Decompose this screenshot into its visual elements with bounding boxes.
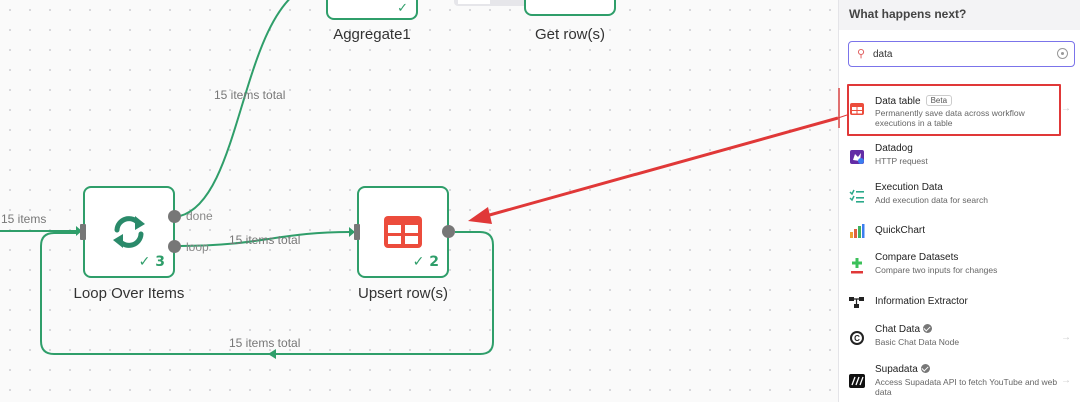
verified-icon: [923, 324, 933, 333]
node-item-title: QuickChart: [875, 225, 926, 236]
back-arrowhead: [268, 349, 276, 359]
chevron-right-icon: →: [1061, 375, 1071, 386]
loop-input-handle[interactable]: [80, 224, 86, 240]
done-connection[interactable]: [179, 0, 300, 217]
back-edge-label: 15 items total: [229, 336, 301, 350]
node-item-desc: Permanently save data across workflow ex…: [875, 108, 1025, 128]
node-item-title: Datadog: [875, 143, 913, 154]
loop-arrows-icon: [113, 216, 145, 248]
node-item-title: Data table: [875, 96, 921, 107]
loop-connection[interactable]: [179, 231, 351, 247]
search-input[interactable]: [873, 45, 1053, 63]
chevron-right-icon: →: [1061, 103, 1071, 114]
verified-icon: [920, 364, 930, 373]
node-creator-panel: What happens next? ⚲ Data table Beta Perm…: [838, 0, 1080, 402]
get-rows-node[interactable]: [524, 0, 616, 16]
incoming-edge-label: 15 items: [1, 212, 47, 226]
loop-over-items-node[interactable]: ✓ 3: [83, 186, 175, 278]
upsert-rows-node[interactable]: ✓ 2: [357, 186, 449, 278]
node-item-datadog[interactable]: Datadog HTTP request: [839, 139, 1080, 175]
loop-edge-label: 15 items total: [229, 233, 301, 247]
node-item-desc: Add execution data for search: [875, 195, 988, 205]
active-item-indicator: [838, 88, 840, 128]
datadog-icon: [850, 150, 864, 164]
node-item-execution-data[interactable]: Execution Data Add execution data for se…: [839, 178, 1080, 214]
search-icon: ⚲: [857, 48, 866, 60]
node-item-title: Execution Data: [875, 182, 943, 193]
node-item-title: Compare Datasets: [875, 252, 959, 263]
node-item-compare-datasets[interactable]: Compare Datasets Compare two inputs for …: [839, 248, 1080, 284]
chat-data-icon: C: [850, 331, 864, 345]
incoming-arrowhead: [76, 226, 82, 236]
canvas-toolbar-pill[interactable]: [454, 0, 530, 6]
node-item-data-table[interactable]: Data table Beta Permanently save data acr…: [839, 91, 1080, 128]
loop-run-count: ✓ 3: [138, 254, 165, 270]
table-icon: [384, 216, 422, 248]
svg-text:C: C: [854, 334, 860, 343]
loop-port-label: loop: [186, 240, 209, 254]
done-output-handle[interactable]: [168, 210, 181, 223]
upsert-input-handle[interactable]: [354, 224, 360, 240]
loop-node-label: Loop Over Items: [73, 285, 185, 302]
upsert-node-label: Upsert row(s): [357, 285, 448, 302]
get-rows-node-label: Get row(s): [534, 26, 605, 43]
clear-search-icon[interactable]: [1057, 48, 1068, 59]
node-item-supadata[interactable]: Supadata Access Supadata API to fetch Yo…: [839, 360, 1080, 402]
data-table-icon: [850, 103, 864, 115]
node-item-information-extractor[interactable]: Information Extractor: [839, 284, 1080, 320]
node-item-desc: Compare two inputs for changes: [875, 265, 998, 275]
workflow-canvas[interactable]: ✓ Aggregate1 Get row(s) 15 items 15 item…: [0, 0, 838, 402]
node-item-desc: Basic Chat Data Node: [875, 337, 960, 347]
node-item-chat-data[interactable]: C Chat Data Basic Chat Data Node →: [839, 320, 1080, 356]
search-box[interactable]: ⚲: [848, 41, 1075, 67]
aggregate-node-label: Aggregate1: [333, 26, 411, 43]
quickchart-icon: [850, 224, 865, 238]
node-item-title-row: Data table Beta: [875, 95, 953, 107]
node-item-quickchart[interactable]: QuickChart: [839, 213, 1080, 249]
node-item-title: Supadata: [875, 364, 918, 375]
upsert-run-count: ✓ 2: [412, 254, 439, 270]
node-item-title-row: Supadata: [875, 364, 930, 375]
loop-arrowhead: [349, 227, 355, 237]
node-item-desc: HTTP request: [875, 156, 928, 166]
chevron-right-icon: →: [1061, 332, 1071, 343]
supadata-icon: [849, 374, 865, 388]
information-extractor-icon: [849, 297, 864, 308]
upsert-output-handle[interactable]: [442, 225, 455, 238]
back-connection[interactable]: [40, 231, 494, 355]
execution-data-icon: [849, 189, 864, 203]
node-item-title: Information Extractor: [875, 296, 968, 307]
beta-badge: Beta: [925, 95, 953, 106]
aggregate-node[interactable]: ✓: [326, 0, 418, 20]
node-item-desc: Access Supadata API to fetch YouTube and…: [875, 377, 1058, 397]
node-item-title-row: Chat Data: [875, 324, 933, 335]
aggregate-check-icon: ✓: [397, 0, 408, 15]
connections-layer: [0, 0, 494, 359]
node-item-title: Chat Data: [875, 324, 921, 335]
panel-title: What happens next?: [839, 0, 1080, 30]
highlight-box: [847, 84, 1061, 136]
loop-output-handle[interactable]: [168, 240, 181, 253]
compare-datasets-icon: [851, 258, 863, 274]
aggregate-edge-label: 15 items total: [214, 88, 286, 102]
done-port-label: done: [186, 209, 213, 223]
